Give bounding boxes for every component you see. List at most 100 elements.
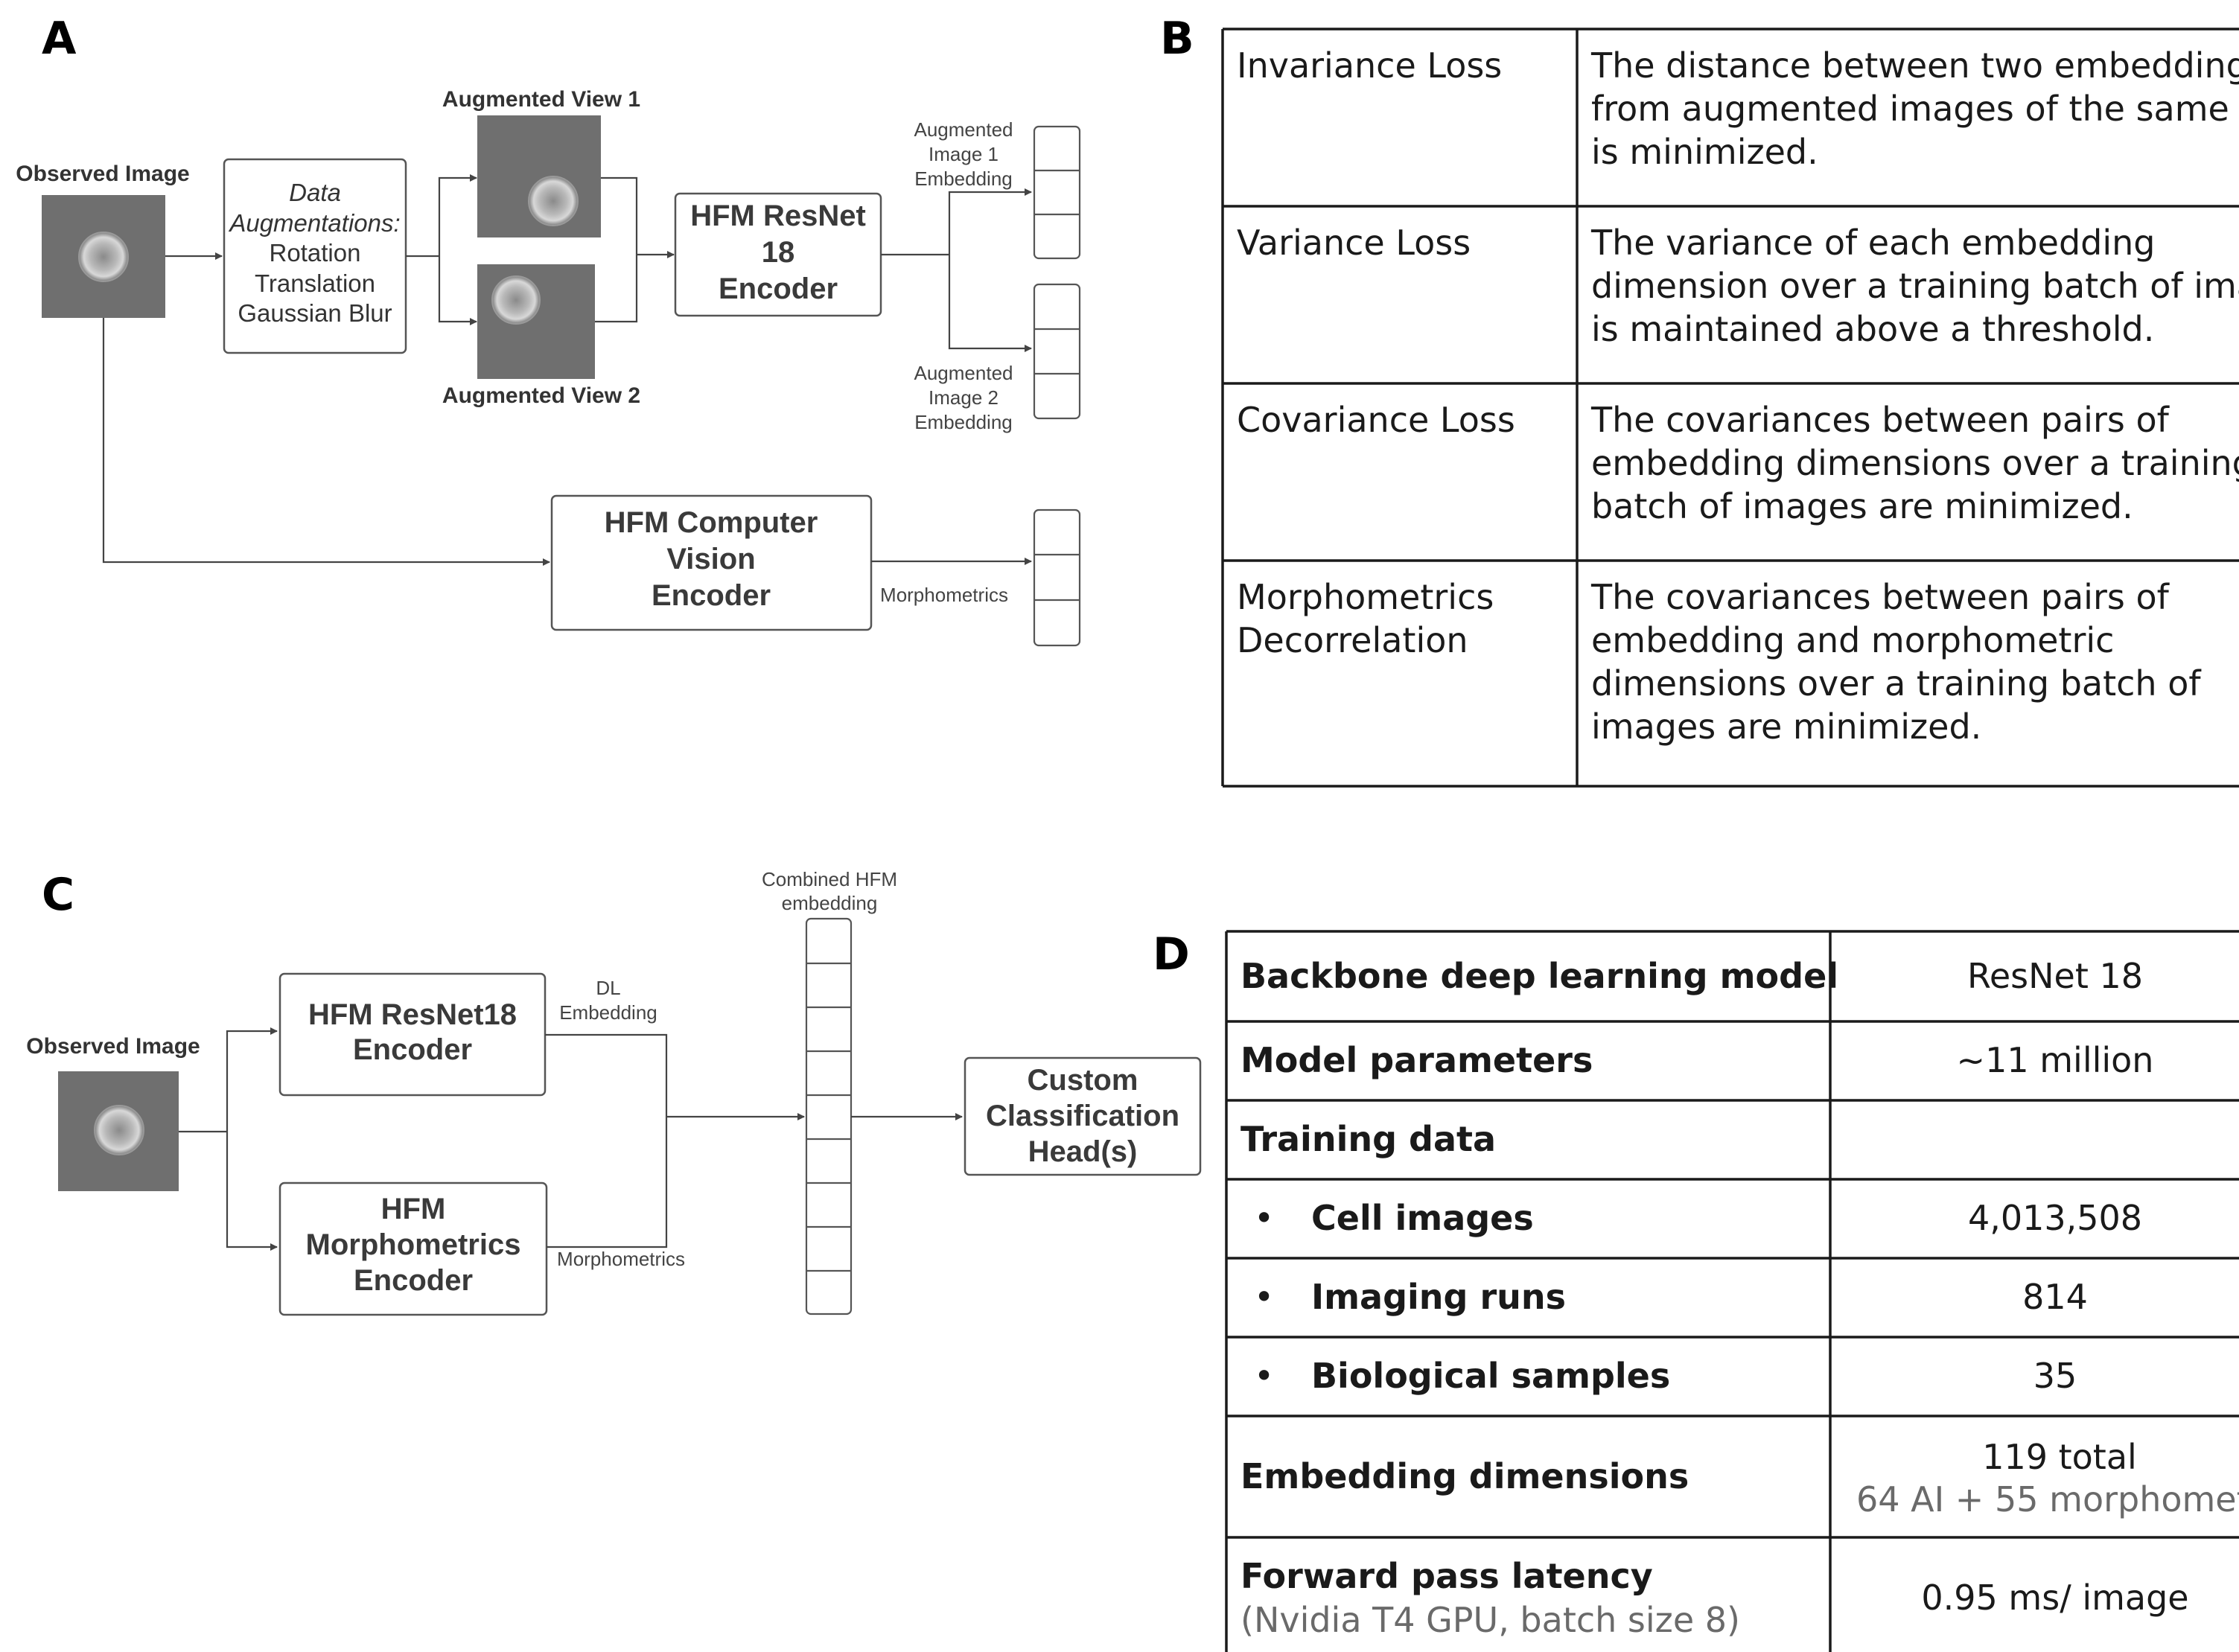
combined-embedding-vector xyxy=(805,917,853,1315)
observed-image xyxy=(42,195,165,318)
latency-sub: (Nvidia T4 GPU, batch size 8) xyxy=(1240,1600,1740,1640)
head-line-3: Head(s) xyxy=(1028,1135,1138,1168)
data-augmentations-box: Data Augmentations: Rotation Translation… xyxy=(223,158,407,354)
emb2-label-1: Augmented xyxy=(914,362,1013,384)
loss-name-invariance: Invariance Loss xyxy=(1237,45,1502,86)
view2-label: Augmented View 2 xyxy=(442,383,640,408)
cell-images-value: 4,013,508 xyxy=(1968,1198,2142,1238)
view1-label: Augmented View 1 xyxy=(442,87,640,112)
aug-title-1: Data xyxy=(289,179,341,206)
panel-a: A Observed Image Data Augmentations: Rot… xyxy=(16,13,1081,647)
observed-image-label-c: Observed Image xyxy=(26,1034,200,1059)
observed-image-c xyxy=(58,1071,179,1191)
resnet-line-3: Encoder xyxy=(719,272,838,305)
bullet-samples: • xyxy=(1254,1356,1274,1396)
hfm-resnet18-encoder-box: HFM ResNet18 Encoder xyxy=(278,972,547,1097)
model-specs-table: Backbone deep learning model ResNet 18 M… xyxy=(1225,930,2239,1652)
resnet18-line-1: HFM ResNet18 xyxy=(308,998,517,1031)
training-data-label: Training data xyxy=(1240,1119,1496,1159)
hfm-resnet-18-encoder-box: HFM ResNet 18 Encoder xyxy=(674,192,882,317)
head-line-2: Classification xyxy=(986,1100,1179,1132)
observed-image-label: Observed Image xyxy=(16,162,189,186)
arrow-to-resnet18 xyxy=(226,1027,278,1132)
aug-gaussian-blur: Gaussian Blur xyxy=(238,299,392,327)
loss-desc-invariance-3: is minimized. xyxy=(1591,132,1818,172)
loss-desc-covariance-2: embedding dimensions over a training xyxy=(1591,443,2239,483)
combined-label-2: embedding xyxy=(782,892,878,914)
merge-line-dl xyxy=(545,1033,668,1117)
emb1-label-2: Image 1 xyxy=(929,143,999,165)
emb1-label-3: Embedding xyxy=(914,168,1013,190)
hfm-morphometrics-encoder-box: HFM Morphometrics Encoder xyxy=(278,1181,548,1316)
panel-c: C Observed Image HFM ResNet18 Encoder HF… xyxy=(26,868,1202,1316)
loss-desc-morph-1: The covariances between pairs of xyxy=(1590,577,2170,617)
loss-name-morphometrics-1: Morphometrics xyxy=(1237,577,1494,617)
loss-desc-morph-3: dimensions over a training batch of xyxy=(1591,663,2202,704)
bullet-cells: • xyxy=(1254,1198,1274,1238)
embedding-dimensions-value: 119 total xyxy=(1982,1437,2137,1477)
loss-desc-covariance-1: The covariances between pairs of xyxy=(1590,400,2170,440)
custom-classification-head-box: Custom Classification Head(s) xyxy=(964,1056,1202,1176)
emb2-label-2: Image 2 xyxy=(929,386,999,409)
imaging-runs-value: 814 xyxy=(2022,1277,2088,1317)
aug-rotation: Rotation xyxy=(270,239,361,267)
panel-b: B Invariance Loss The distance between t… xyxy=(1160,13,2239,788)
embedding-dimensions-sub: 64 AI + 55 morphometric xyxy=(1856,1479,2239,1519)
resnet-line-2: 18 xyxy=(762,236,795,269)
arrow-to-morph-encoder xyxy=(226,1132,278,1251)
morph-enc-line-1: HFM xyxy=(381,1193,446,1225)
losses-table: Invariance Loss The distance between two… xyxy=(1221,28,2239,788)
arrow-to-view2 xyxy=(438,256,477,325)
aug-translation: Translation xyxy=(255,270,375,297)
biological-samples-label: Biological samples xyxy=(1311,1356,1670,1396)
latency-label: Forward pass latency xyxy=(1240,1556,1653,1596)
merge-line-morph xyxy=(547,1117,668,1248)
merge-line-1 xyxy=(601,176,638,255)
loss-name-variance: Variance Loss xyxy=(1237,223,1471,263)
arrow-to-view1 xyxy=(438,174,477,256)
panel-a-label: A xyxy=(42,13,77,65)
loss-desc-variance-3: is maintained above a threshold. xyxy=(1591,309,2154,349)
latency-value: 0.95 ms/ image xyxy=(1921,1578,2188,1618)
morphometrics-vector xyxy=(1033,508,1081,647)
augmented-view-1 xyxy=(477,115,601,237)
arrow-observed-to-cv xyxy=(102,318,550,566)
augmented-view-2 xyxy=(477,264,595,379)
biological-samples-value: 35 xyxy=(2033,1356,2077,1396)
loss-desc-invariance-2: from augmented images of the same cell xyxy=(1591,89,2239,129)
bullet-runs: • xyxy=(1254,1277,1274,1317)
arrow-to-emb2 xyxy=(948,255,1032,352)
aug-title-2: Augmentations: xyxy=(228,209,400,237)
panel-d: D Backbone deep learning model ResNet 18… xyxy=(1153,928,2239,1652)
hfm-computer-vision-encoder-box: HFM Computer Vision Encoder xyxy=(550,494,873,631)
cv-line-2: Vision xyxy=(666,543,755,575)
panel-d-label: D xyxy=(1153,928,1190,980)
panel-c-label: C xyxy=(42,869,74,921)
resnet18-line-2: Encoder xyxy=(353,1033,472,1066)
params-label: Model parameters xyxy=(1240,1040,1593,1080)
loss-desc-variance-2: dimension over a training batch of image… xyxy=(1591,266,2239,306)
emb1-label-1: Augmented xyxy=(914,118,1013,141)
loss-name-morphometrics-2: Decorrelation xyxy=(1237,620,1468,660)
imaging-runs-label: Imaging runs xyxy=(1311,1277,1566,1317)
cv-line-1: HFM Computer xyxy=(605,506,818,539)
emb2-label-3: Embedding xyxy=(914,411,1013,433)
loss-desc-morph-4: images are minimized. xyxy=(1591,707,1981,747)
embedding-vector-2 xyxy=(1033,283,1081,420)
morph-enc-line-3: Encoder xyxy=(354,1264,473,1297)
merge-line-2 xyxy=(595,255,638,323)
loss-desc-invariance-1: The distance between two embeddings xyxy=(1590,45,2239,86)
dl-label-1: DL xyxy=(596,977,620,999)
head-line-1: Custom xyxy=(1028,1064,1138,1097)
embedding-vector-1 xyxy=(1033,125,1081,260)
loss-name-covariance: Covariance Loss xyxy=(1237,400,1515,440)
resnet-line-1: HFM ResNet xyxy=(690,200,866,232)
dl-label-2: Embedding xyxy=(559,1001,657,1024)
backbone-label: Backbone deep learning model xyxy=(1240,956,1838,996)
loss-desc-covariance-3: batch of images are minimized. xyxy=(1591,486,2133,526)
combined-label-1: Combined HFM xyxy=(762,868,897,890)
morphometrics-label-a: Morphometrics xyxy=(880,584,1008,606)
params-value: ~11 million xyxy=(1957,1040,2154,1080)
panel-b-label: B xyxy=(1160,13,1194,65)
